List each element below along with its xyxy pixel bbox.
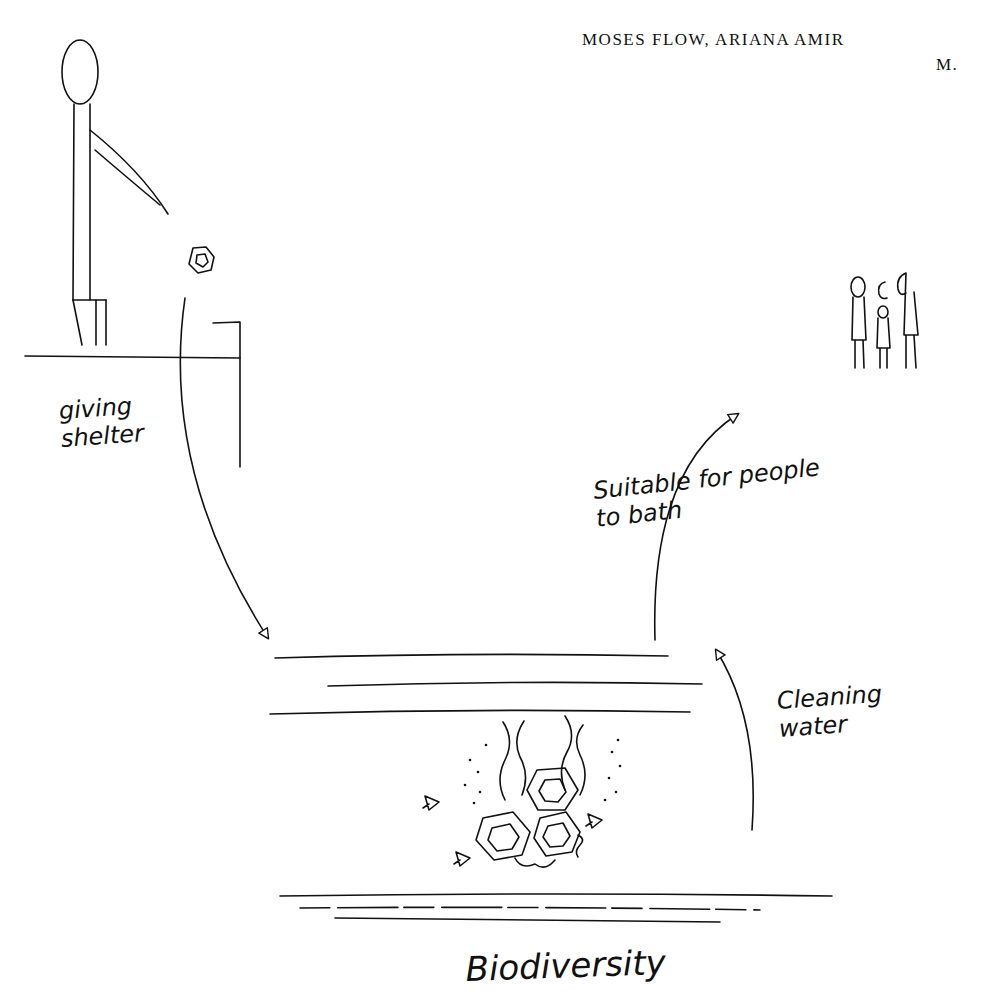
habitat-label: Biodiversity	[465, 941, 726, 989]
seabed	[280, 894, 832, 922]
author-header: MOSES FLOW, ARIANA AMIR	[582, 30, 992, 50]
particles	[464, 739, 622, 805]
person-figure	[62, 40, 168, 345]
arrow-label: Cleaning water	[776, 679, 910, 743]
page-header: M.	[936, 55, 995, 75]
ledge	[25, 322, 240, 467]
shelter-arrow	[180, 298, 268, 638]
arrow-label: giving shelter	[58, 390, 172, 453]
fish	[423, 796, 602, 866]
cleaning-arrow	[716, 650, 753, 830]
arrow-label: Suitable for people to bath	[592, 452, 846, 533]
people-group	[851, 273, 918, 368]
water-lines	[270, 654, 702, 714]
shell	[189, 247, 214, 273]
bathing-arrow	[655, 414, 738, 640]
reef	[476, 716, 585, 867]
